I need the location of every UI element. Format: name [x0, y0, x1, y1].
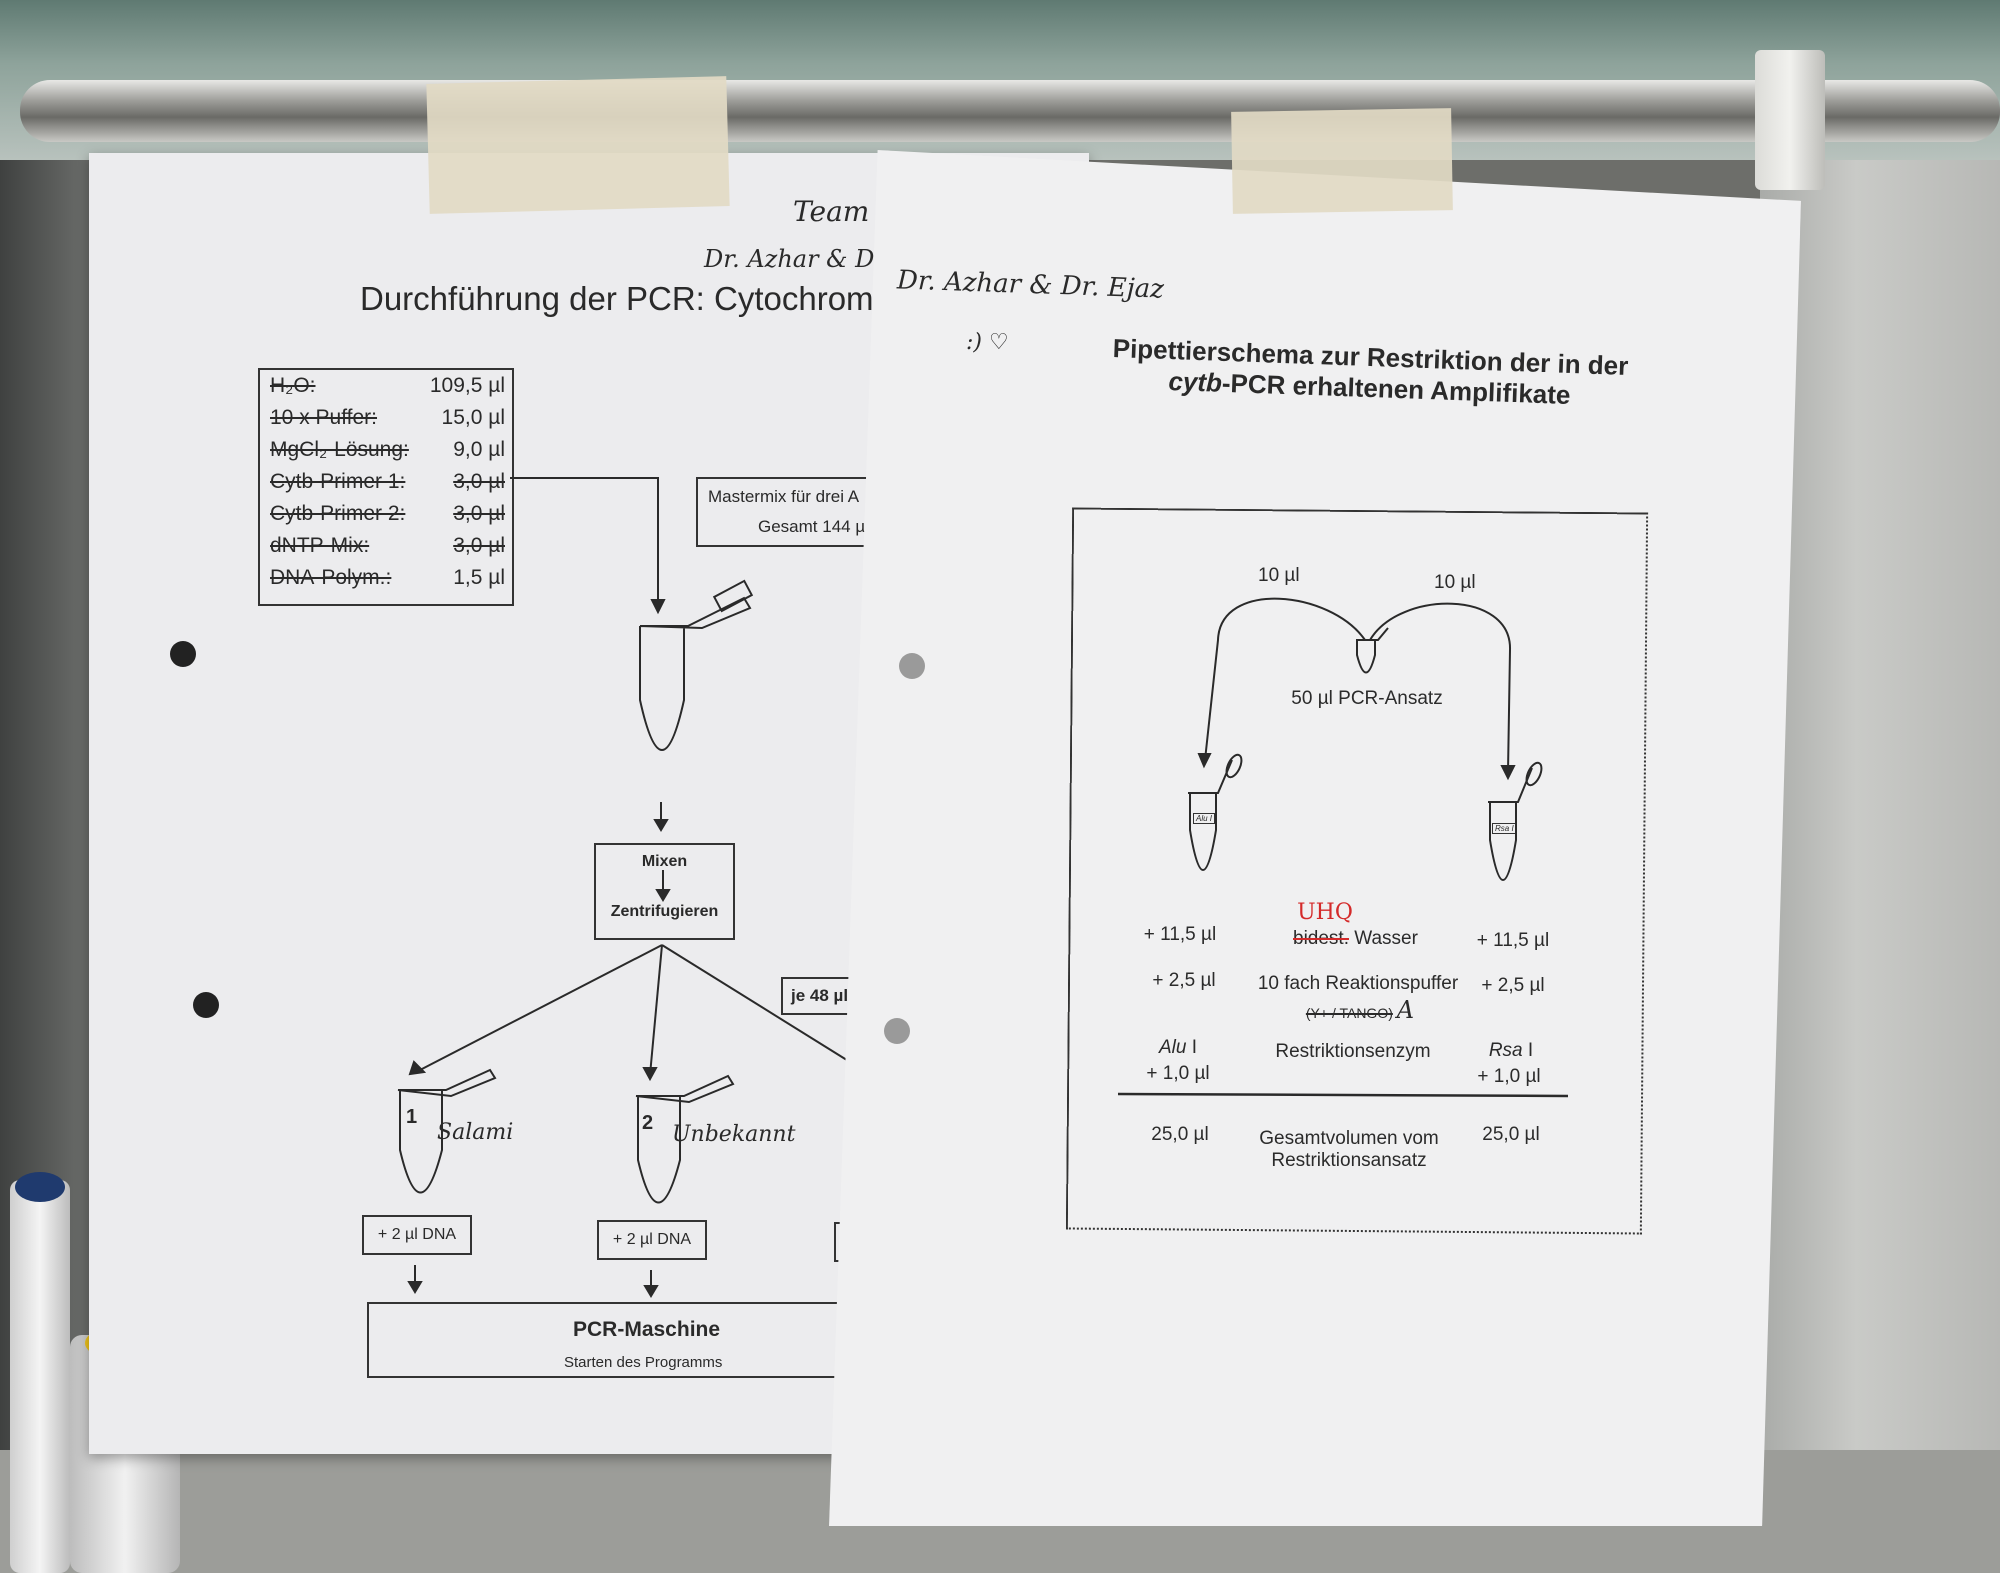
punch-hole — [170, 641, 196, 667]
reagent-name: H₂O: — [270, 374, 316, 397]
transfer-volume-right: 10 µl — [1434, 572, 1476, 593]
page-title-left: Durchführung der PCR: Cytochrom — [360, 280, 874, 317]
tube-label-rsa: Rsa I — [1492, 823, 1517, 834]
tube-label-unbekannt: Unbekannt — [672, 1122, 796, 1147]
buffer-left-volume: + 2,5 µl — [1152, 970, 1216, 991]
enzyme-left-volume: + 1,0 µl — [1146, 1063, 1210, 1084]
pcr-source-label: 50 µl PCR-Ansatz — [1291, 688, 1443, 709]
reagent-name: dNTP-Mix: — [270, 534, 370, 557]
alu-suffix: I — [1186, 1037, 1198, 1058]
mix-centrifuge-box: Mixen Zentrifugieren — [594, 843, 735, 940]
rsa-name: Rsa — [1488, 1040, 1523, 1061]
alu-name: Alu — [1158, 1037, 1187, 1058]
centrifuge-label: Zentrifugieren — [610, 903, 719, 920]
water-right-volume: + 11,5 µl — [1476, 930, 1550, 951]
reagent-name: DNA-Polym.: — [270, 566, 392, 589]
enzyme-right-volume: + 1,0 µl — [1477, 1066, 1541, 1087]
water-label: bidest. Wasser — [1293, 928, 1418, 950]
tape-left — [426, 76, 730, 214]
buffer-correction: A — [1396, 996, 1415, 1024]
mastermix-label: Mastermix für drei A — [708, 487, 860, 506]
pcr-machine-title: PCR-Maschine — [573, 1318, 721, 1341]
tape-right — [1231, 108, 1453, 214]
mastermix-box: Mastermix für drei A Gesamt 144 µ — [696, 477, 920, 547]
rsa-suffix: I — [1522, 1040, 1534, 1061]
reagent-table: H₂O: 109,5 µl 10 x Puffer: 15,0 µl MgCl₂-L… — [258, 368, 514, 606]
mix-label: Mixen — [641, 853, 688, 870]
total-left-volume: 25,0 µl — [1151, 1124, 1209, 1145]
buffer-type: (Y+ / TANGO) A — [1306, 996, 1414, 1024]
reagent-name: MgCl₂-Lösung: — [270, 438, 409, 461]
dna-box: + 2 µl DNA — [597, 1220, 707, 1260]
enzyme-left-name: Alu I — [1159, 1037, 1197, 1059]
reagent-name: Cytb-Primer 2: — [270, 502, 406, 525]
reagent-volume: 9,0 µl — [453, 438, 505, 461]
total-label: Gesamtvolumen vom Restriktionsansatz — [1259, 1128, 1439, 1172]
reagent-name: 10 x Puffer: — [270, 406, 378, 429]
enzyme-right-name: Rsa I — [1489, 1040, 1533, 1062]
reagent-name: Cytb-Primer 1: — [270, 470, 406, 493]
water-struck: bidest. — [1293, 928, 1349, 949]
pipette-blue — [10, 1172, 70, 1573]
punch-hole — [884, 1018, 910, 1044]
buffer-label: 10 fach Reaktionspuffer — [1257, 973, 1459, 994]
reagent-volume: 3,0 µl — [453, 502, 505, 525]
restriction-pipetting-sheet — [829, 150, 1801, 1526]
pcr-machine-subtitle: Starten des Programms — [564, 1354, 723, 1371]
water-left-volume: + 11,5 µl — [1143, 924, 1217, 945]
total-right-volume: 25,0 µl — [1482, 1124, 1540, 1145]
buffer-struck: (Y+ / TANGO) — [1305, 1005, 1393, 1021]
metal-rail — [20, 80, 2000, 142]
punch-hole — [899, 653, 925, 679]
lab-cabinet-right — [1760, 160, 2000, 1573]
reagent-volume: 1,5 µl — [453, 566, 505, 589]
tube-label-salami: Salami — [437, 1120, 514, 1145]
rail-clamp — [1755, 50, 1825, 190]
title-cytb: cytb — [1167, 365, 1223, 398]
tube-label-alu: Alu I — [1193, 813, 1216, 824]
transfer-volume-left: 10 µl — [1258, 565, 1300, 586]
punch-hole — [193, 992, 219, 1018]
mastermix-total: Gesamt 144 µ — [758, 517, 866, 536]
reagent-volume: 109,5 µl — [429, 374, 505, 397]
tube-number: 1 — [406, 1106, 418, 1128]
total-label-line2: Restriktionsansatz — [1271, 1150, 1427, 1171]
team-label: Team : — [793, 195, 888, 228]
tube-number: 2 — [642, 1112, 654, 1134]
water-correction: UHQ — [1297, 900, 1353, 925]
dna-box: + 2 µl DNA — [362, 1215, 472, 1255]
pcr-machine-box: PCR-Maschine Starten des Programms — [367, 1302, 931, 1378]
reagent-volume: 3,0 µl — [453, 470, 505, 493]
enzyme-label: Restriktionsenzym — [1275, 1041, 1431, 1062]
total-label-line1: Gesamtvolumen vom — [1259, 1128, 1439, 1149]
water-name: Wasser — [1354, 928, 1418, 949]
smiley-heart: :) ♡ — [966, 330, 1009, 355]
team-names-left: Dr. Azhar & D — [704, 245, 875, 273]
buffer-right-volume: + 2,5 µl — [1481, 975, 1545, 996]
reagent-volume: 3,0 µl — [453, 534, 505, 557]
reagent-volume: 15,0 µl — [441, 406, 505, 429]
